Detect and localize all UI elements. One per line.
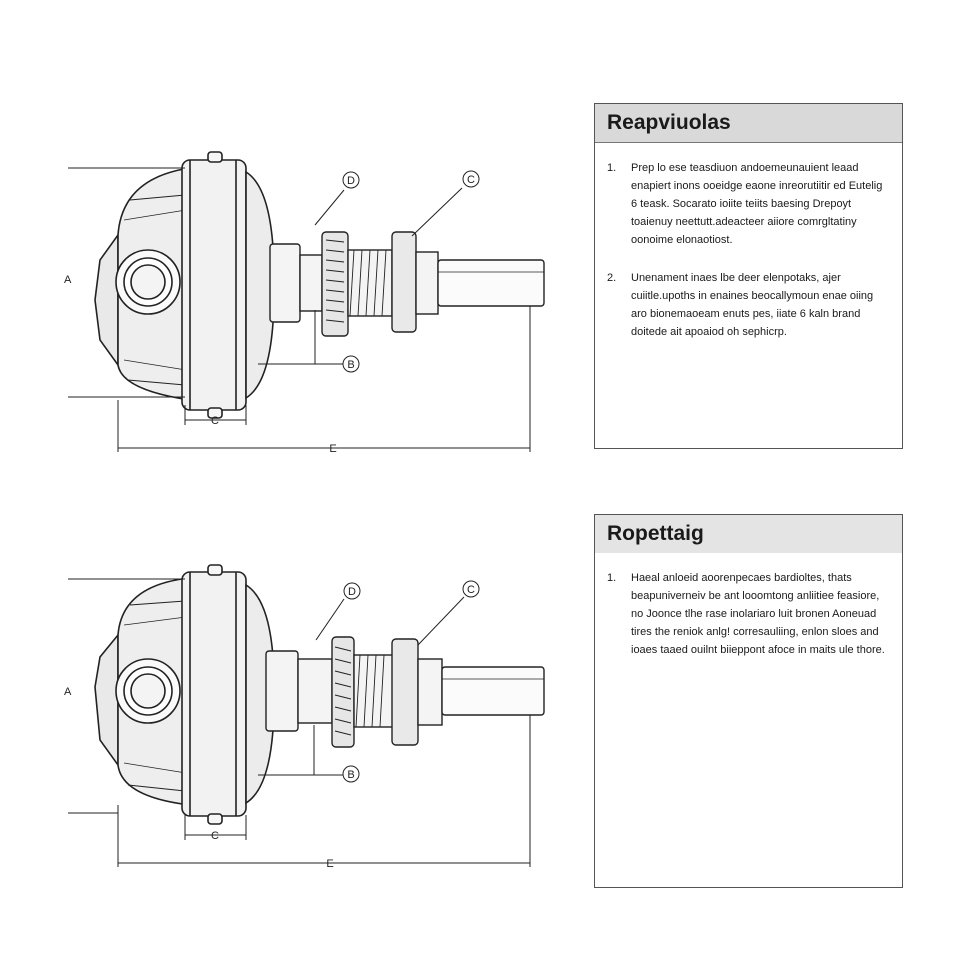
label-b: B [347, 359, 354, 371]
label-c-bottom: C [211, 830, 219, 842]
label-d: D [347, 175, 355, 187]
label-c-circle [462, 580, 480, 598]
note-item: 1. Haeal anloeid aoorenpecaes bardioltes… [607, 569, 888, 659]
housing [94, 151, 275, 419]
note-text: Unenament inaes lbe deer elenpotaks, aje… [631, 272, 874, 338]
note-text: Haeal anloeid aoorenpecaes bardioltes, t… [631, 572, 885, 656]
label-e: E [326, 858, 333, 870]
note-text: Prep lo ese teasdiuon andoemeunauient le… [631, 162, 883, 246]
label-a: A [64, 274, 72, 286]
panel-title: Ropettaig [595, 515, 902, 553]
label-b: B [347, 769, 354, 781]
notes-panel-2: Ropettaig 1. Haeal anloeid aoorenpecaes … [594, 514, 903, 888]
label-d-circle [342, 171, 360, 189]
motor-assembly-diagram-1: A D C B C E [0, 60, 580, 490]
note-number: 1. [607, 572, 617, 584]
leader-lines [68, 578, 531, 867]
motor-drawing: A D C B C E [64, 151, 545, 455]
label-d-circle [343, 582, 361, 600]
label-d: D [348, 586, 356, 598]
motor-assembly-diagram-2: A D C B C E [0, 475, 580, 905]
label-b-circle [342, 765, 360, 783]
label-c-top: C [467, 584, 475, 596]
port-window [115, 249, 181, 315]
label-b-circle [342, 355, 360, 373]
note-number: 1. [607, 162, 617, 174]
leader-lines [68, 167, 531, 452]
port-window [115, 658, 181, 724]
panel-title: Reapviuolas [595, 104, 902, 143]
note-item: 1. Prep lo ese teasdiuon andoemeunauient… [607, 159, 888, 249]
shaft-assembly [265, 636, 545, 748]
label-e: E [329, 443, 336, 455]
label-c-bottom: C [211, 415, 219, 427]
note-item: 2. Unenament inaes lbe deer elenpotaks, … [607, 269, 888, 341]
label-c-top: C [467, 174, 475, 186]
label-a: A [64, 686, 72, 698]
note-number: 2. [607, 272, 617, 284]
motor-drawing: A D C B C E [64, 564, 545, 870]
label-c-circle [462, 170, 480, 188]
shaft-assembly [269, 231, 545, 337]
notes-panel-1: Reapviuolas 1. Prep lo ese teasdiuon and… [594, 103, 903, 449]
